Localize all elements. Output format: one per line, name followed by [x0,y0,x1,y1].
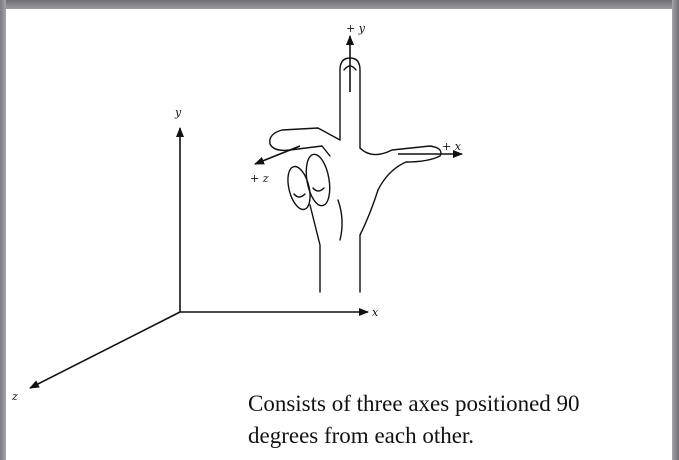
hand-axes: + y + x + z [250,22,463,185]
slide-frame-right [672,0,679,460]
plus-x-label: + x [442,140,462,153]
axes-diagram: y x z [11,106,379,403]
plus-z-arrow [254,145,301,165]
z-axis-line [29,311,181,389]
wrist-outline [359,189,379,293]
plus-y-label: + y [346,22,366,35]
curled-finger-nail-2 [293,193,306,198]
curled-finger-nail-1 [312,187,325,192]
y-axis-label: y [174,106,182,119]
palm-outline [309,204,321,293]
caption-line-2: degrees from each other. [248,423,475,448]
x-axis-label: x [372,306,379,319]
caption-line-1: Consists of three axes positioned 90 [248,391,580,416]
right-hand-illustration [269,57,442,293]
plus-z-label: + z [250,172,269,185]
middle-finger [269,127,341,157]
curled-finger-pinky [287,165,311,211]
slide-frame-top [0,0,679,9]
z-axis-label: z [11,390,18,403]
thumb [359,145,442,191]
slide-frame-left [0,0,6,460]
slide-caption: Consists of three axes positioned 90 deg… [248,388,668,452]
palm-crease [337,199,343,241]
